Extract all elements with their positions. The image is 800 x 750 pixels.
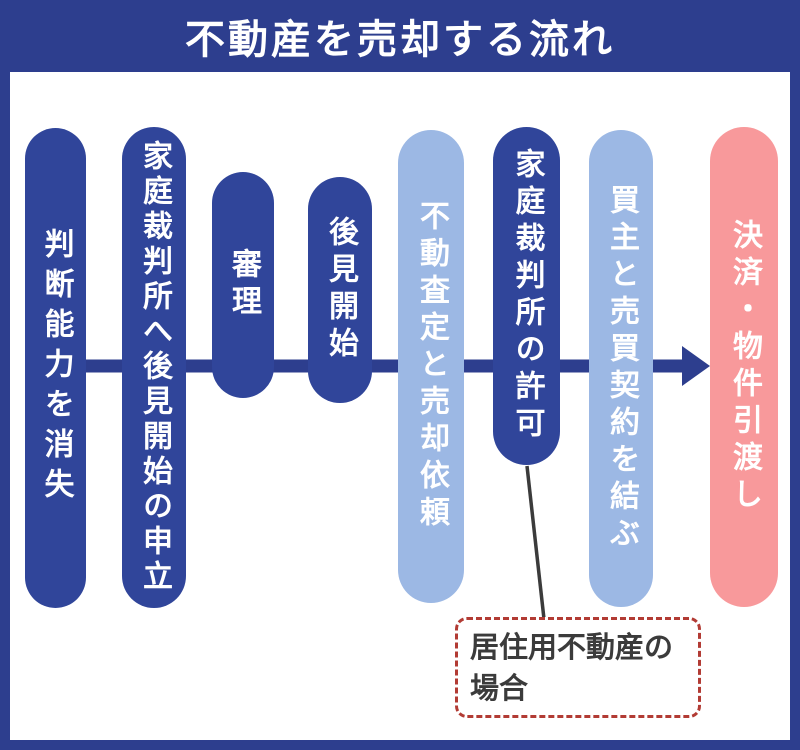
step-pill-2: 家庭裁判所へ後見開始の申立: [122, 127, 186, 608]
page-title: 不動産を売却する流れ: [185, 17, 615, 63]
step-label-3: 審理: [226, 248, 261, 322]
callout-connector-line: [525, 465, 546, 620]
step-label-8: 決済・物件引渡し: [727, 219, 762, 515]
step-label-4: 後見開始: [323, 216, 358, 364]
step-label-7: 買主と売買契約を結ぶ: [604, 183, 639, 554]
step-pill-8: 決済・物件引渡し: [710, 127, 778, 607]
step-pill-6: 家庭裁判所の許可: [493, 127, 560, 465]
step-label-6: 家庭裁判所の許可: [509, 148, 545, 444]
callout-box: 居住用不動産の場合: [455, 617, 701, 719]
step-label-1: 判断能力を消失: [38, 228, 74, 508]
arrow-right-icon: [682, 346, 710, 386]
step-label-2: 家庭裁判所へ後見開始の申立: [137, 140, 172, 595]
step-pill-5: 不動査定と売却依頼: [398, 130, 464, 603]
header-band: 不動産を売却する流れ: [0, 0, 800, 72]
step-pill-3: 審理: [212, 172, 274, 398]
step-pill-1: 判断能力を消失: [25, 128, 86, 608]
step-pill-7: 買主と売買契約を結ぶ: [589, 130, 653, 607]
step-label-5: 不動査定と売却依頼: [414, 200, 449, 533]
step-pill-4: 後見開始: [308, 177, 372, 403]
callout-label: 居住用不動産の場合: [470, 630, 674, 705]
